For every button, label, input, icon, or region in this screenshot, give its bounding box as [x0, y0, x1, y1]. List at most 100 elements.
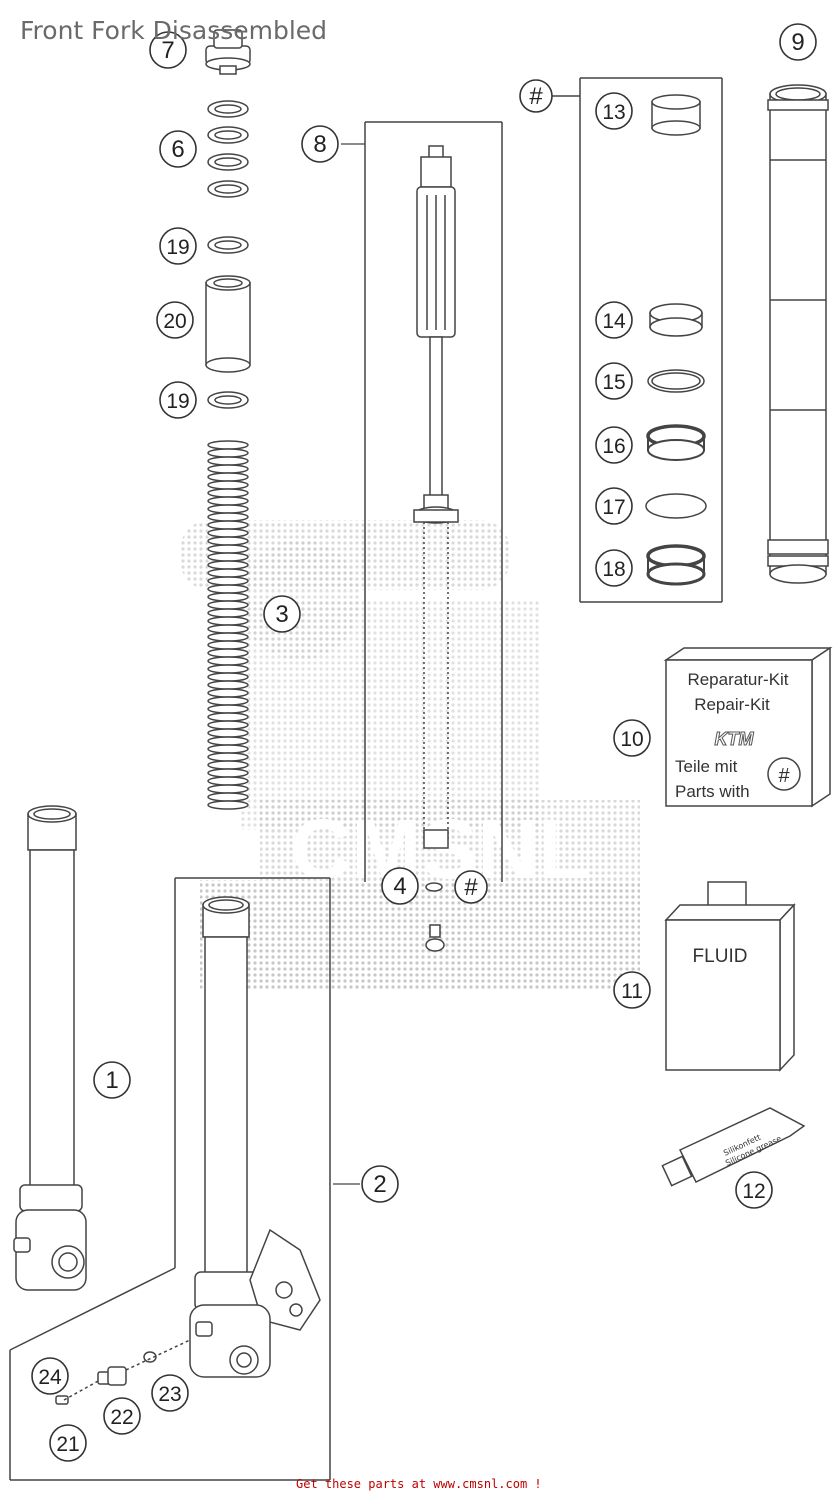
- callout-number: 10: [620, 728, 643, 751]
- callout-number: 14: [602, 310, 626, 333]
- callout-circle: [454, 870, 488, 904]
- callout-c22: 22: [103, 1397, 141, 1435]
- seal-kit-box: [552, 77, 723, 603]
- callout-c24: 24: [31, 1357, 69, 1395]
- bushing-13: [651, 94, 701, 136]
- callout-circle: [595, 92, 633, 130]
- callout-labels: 1234678910111213141516171819192021222324…: [31, 23, 817, 1462]
- callout-number: 15: [602, 371, 625, 394]
- callout-c8: 8: [301, 125, 339, 163]
- callout-c7: 7: [149, 31, 187, 69]
- callout-c9: 9: [779, 23, 817, 61]
- callout-number: 9: [791, 29, 804, 56]
- kit-line2: Repair-Kit: [694, 695, 770, 714]
- callout-c4: 4: [381, 867, 419, 905]
- bushing-14: [649, 303, 703, 337]
- callout-c3: 3: [263, 595, 301, 633]
- callout-circle: [519, 79, 553, 113]
- fluid-label: FLUID: [693, 946, 748, 967]
- callout-number: 17: [602, 496, 625, 519]
- fork-leg-exploded: [9, 877, 331, 1481]
- callout-c18: 18: [595, 549, 633, 587]
- callout-number: 4: [393, 873, 406, 900]
- callout-number: 1: [105, 1067, 118, 1094]
- ktm-logo: KTM: [715, 729, 755, 749]
- ring-15: [647, 369, 705, 393]
- callout-number: 2: [373, 1171, 386, 1198]
- callout-number: 18: [602, 558, 625, 581]
- dust-seal-18: [646, 544, 706, 586]
- callout-circle: [149, 31, 187, 69]
- callout-circle: [381, 867, 419, 905]
- footer-link[interactable]: Get these parts at www.cmsnl.com !: [296, 1477, 542, 1491]
- callout-circle: [361, 1165, 399, 1203]
- callout-circle: [595, 362, 633, 400]
- callout-circle: [159, 130, 197, 168]
- callout-circle: [31, 1357, 69, 1395]
- callout-circle: [263, 595, 301, 633]
- callout-c19a: 19: [159, 227, 197, 265]
- callout-circle: [735, 1171, 773, 1209]
- callout-circle: [103, 1397, 141, 1435]
- damper-cartridge: [364, 121, 503, 882]
- fork-cap: [205, 29, 251, 75]
- callout-c23: 23: [151, 1374, 189, 1412]
- callout-number: 19: [166, 390, 189, 413]
- washer-19-upper: [207, 236, 249, 254]
- callout-c17: 17: [595, 487, 633, 525]
- callout-c12: 12: [735, 1171, 773, 1209]
- callout-circle: [159, 227, 197, 265]
- callout-circle: [301, 125, 339, 163]
- watermark-text: CMSNL: [291, 802, 590, 896]
- callout-number: 6: [171, 136, 184, 163]
- oil-seal-16: [646, 424, 706, 461]
- callout-c10: 10: [613, 719, 651, 757]
- bleed-screw-parts: [55, 1339, 191, 1405]
- callout-circle: [159, 381, 197, 419]
- callout-c13: 13: [595, 92, 633, 130]
- callout-c6: 6: [159, 130, 197, 168]
- callout-c1: 1: [93, 1061, 131, 1099]
- leader-lines: [333, 143, 365, 1185]
- callout-number: 13: [602, 101, 625, 124]
- callout-circle: [595, 487, 633, 525]
- callout-number: #: [464, 874, 478, 901]
- shim-washers: [207, 100, 249, 198]
- washer-19-lower: [207, 391, 249, 409]
- callout-number: 16: [602, 435, 625, 458]
- callout-circle: [595, 301, 633, 339]
- callout-circle: [779, 23, 817, 61]
- clip-17: [645, 493, 707, 519]
- callout-number: 21: [56, 1433, 79, 1456]
- outer-tube: [767, 84, 829, 584]
- grease-tube: Silikonfett Silicone grease: [661, 1107, 806, 1187]
- callout-number: 24: [38, 1366, 62, 1389]
- callout-number: 22: [110, 1406, 133, 1429]
- callout-c11: 11: [613, 971, 651, 1009]
- callout-hash1: #: [519, 79, 553, 113]
- callout-circle: [49, 1424, 87, 1462]
- page-title: Front Fork Disassembled: [20, 16, 328, 45]
- damper-small-parts: [425, 882, 445, 952]
- callout-circle: [613, 719, 651, 757]
- callout-number: #: [529, 83, 543, 110]
- callout-circle: [156, 301, 194, 339]
- callout-c2: 2: [361, 1165, 399, 1203]
- kit-marker: #: [778, 765, 790, 787]
- callout-hash2: #: [454, 870, 488, 904]
- callout-circle: [93, 1061, 131, 1099]
- fork-spring: [207, 440, 249, 810]
- callout-circle: [595, 549, 633, 587]
- callout-c19b: 19: [159, 381, 197, 419]
- callout-number: 19: [166, 236, 189, 259]
- callout-number: 11: [621, 980, 643, 1003]
- callout-c20: 20: [156, 301, 194, 339]
- kit-line4: Parts with: [675, 782, 750, 801]
- callout-number: 7: [161, 37, 174, 64]
- callout-number: 12: [742, 1180, 765, 1203]
- callout-number: 20: [163, 310, 186, 333]
- callout-number: 8: [313, 131, 326, 158]
- kit-line3: Teile mit: [675, 757, 738, 776]
- callout-c21: 21: [49, 1424, 87, 1462]
